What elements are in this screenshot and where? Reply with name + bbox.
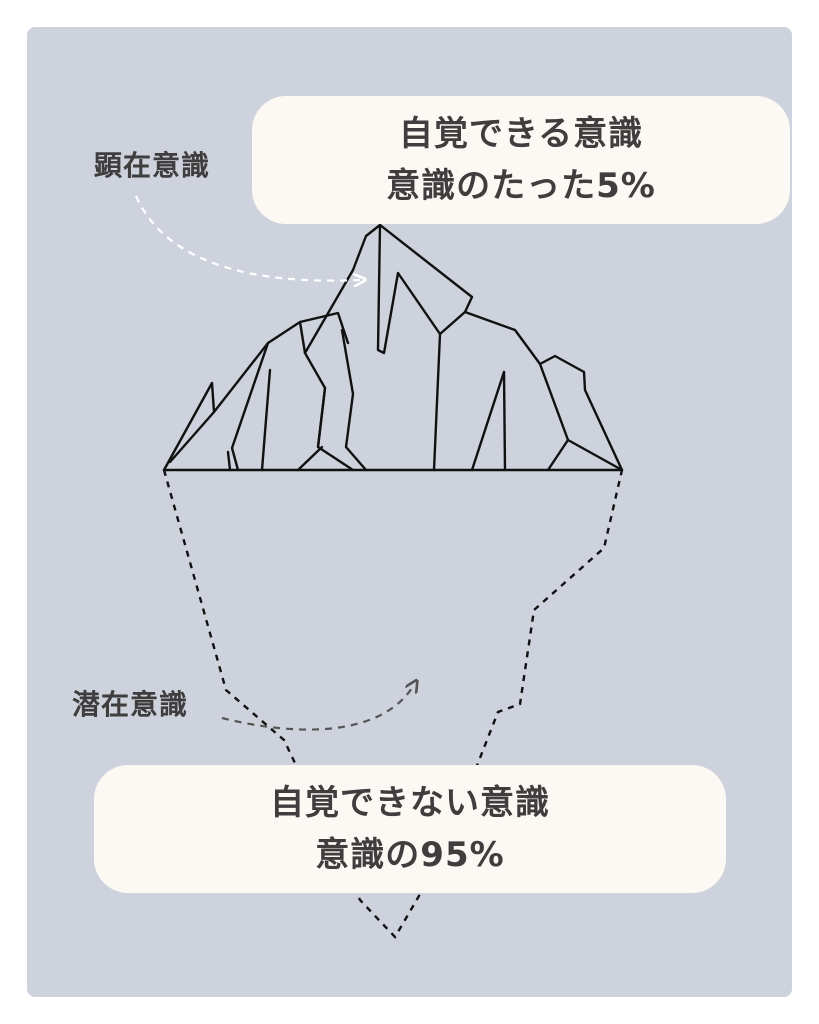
subconscious-label: 潜在意識 bbox=[72, 688, 189, 721]
curved-arrow-icon bbox=[221, 685, 414, 731]
conscious-label: 顕在意識 bbox=[94, 149, 211, 182]
iceberg-outline bbox=[162, 223, 624, 472]
subconscious-card-title: 自覚できない意識 bbox=[270, 783, 550, 823]
subconscious-card: 自覚できない意識 意識の95% bbox=[94, 765, 726, 893]
iceberg-icon bbox=[162, 223, 624, 472]
subconscious-card-percent: 意識の95% bbox=[315, 835, 505, 875]
conscious-card-percent: 意識のたった5% bbox=[386, 166, 656, 206]
conscious-card: 自覚できる意識 意識のたった5% bbox=[252, 96, 790, 224]
submerged-outline bbox=[162, 469, 624, 939]
conscious-card-title: 自覚できる意識 bbox=[398, 114, 644, 154]
curved-arrow-icon bbox=[134, 195, 360, 281]
